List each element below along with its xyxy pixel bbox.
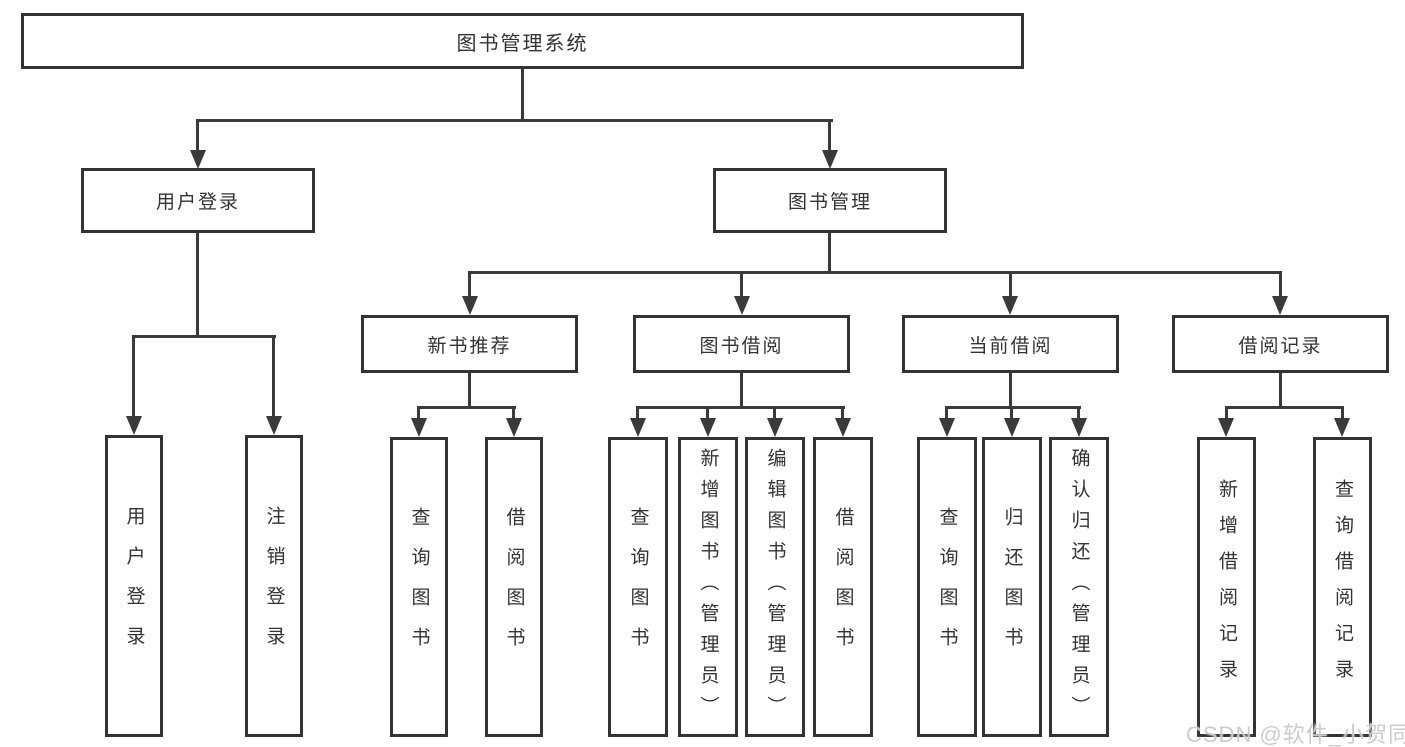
- connector-drop-leaf: [706, 406, 709, 420]
- leaf-return-books: 归还图书: [982, 437, 1042, 737]
- connector-drop-leaf-login: [132, 335, 135, 418]
- leaf-confirm-return-admin: 确认归还（管理员）: [1049, 437, 1109, 737]
- connector-current-borrow-trunk: [1009, 373, 1012, 409]
- connector-user-login-trunk: [196, 233, 199, 337]
- node-book-management: 图书管理: [713, 168, 947, 233]
- connector-drop-leaf: [945, 406, 948, 420]
- arrowhead-icon: [822, 150, 838, 169]
- leaf-query-borrow-record: 查询借阅记录: [1313, 437, 1372, 737]
- arrowhead-icon: [126, 416, 142, 435]
- connector-user-login-rail: [132, 335, 276, 338]
- leaf-query-books: 查询图书: [917, 437, 977, 737]
- connector-drop-leaf: [512, 406, 515, 420]
- node-user-login: 用户登录: [81, 168, 315, 233]
- arrowhead-icon: [835, 418, 851, 437]
- node-library-management-system: 图书管理系统: [21, 13, 1024, 69]
- connector-drop-leaf: [417, 406, 420, 420]
- connector-drop-leaf: [1010, 406, 1013, 420]
- connector-drop-user-login: [196, 119, 199, 152]
- connector-drop-borrow-record: [1279, 271, 1282, 298]
- leaf-logout: 注销登录: [245, 435, 303, 737]
- csdn-watermark: CSDN @软件_小贺同学: [1186, 722, 1405, 747]
- arrowhead-icon: [767, 418, 783, 437]
- connector-root-trunk: [521, 69, 524, 122]
- connector-drop-leaf: [636, 406, 639, 420]
- connector-book-borrow-trunk: [740, 373, 743, 409]
- connector-drop-leaf: [1225, 406, 1228, 420]
- arrowhead-icon: [506, 418, 522, 437]
- arrowhead-icon: [1218, 418, 1234, 437]
- arrowhead-icon: [939, 418, 955, 437]
- arrowhead-icon: [700, 418, 716, 437]
- arrowhead-icon: [1004, 418, 1020, 437]
- arrowhead-icon: [462, 296, 478, 315]
- node-borrow-record: 借阅记录: [1172, 315, 1389, 373]
- arrowhead-icon: [266, 416, 282, 435]
- arrowhead-icon: [1071, 418, 1087, 437]
- connector-book-management-trunk: [828, 233, 831, 274]
- leaf-query-books: 查询图书: [608, 437, 668, 737]
- connector-drop-book-borrow: [740, 271, 743, 298]
- arrowhead-icon: [630, 418, 646, 437]
- node-book-borrow: 图书借阅: [633, 315, 850, 373]
- connector-borrow-record-trunk: [1279, 373, 1282, 409]
- connector-drop-leaf: [841, 406, 844, 420]
- leaf-query-books: 查询图书: [390, 437, 448, 737]
- arrowhead-icon: [1272, 296, 1288, 315]
- leaf-borrow-books: 借阅图书: [485, 437, 543, 737]
- connector-borrow-record-rail: [1225, 406, 1344, 409]
- leaf-add-borrow-record: 新增借阅记录: [1197, 437, 1256, 737]
- connector-drop-book-management: [828, 119, 831, 152]
- arrowhead-icon: [190, 150, 206, 169]
- connector-book-borrow-rail: [636, 406, 845, 409]
- connector-new-book-trunk: [468, 373, 471, 409]
- arrowhead-icon: [734, 296, 750, 315]
- leaf-borrow-books: 借阅图书: [813, 437, 873, 737]
- arrowhead-icon: [1334, 418, 1350, 437]
- connector-drop-leaf: [773, 406, 776, 420]
- leaf-add-books-admin: 新增图书（管理员）: [678, 437, 738, 737]
- arrowhead-icon: [411, 418, 427, 437]
- arrowhead-icon: [1002, 296, 1018, 315]
- connector-drop-leaf: [1077, 406, 1080, 420]
- node-current-borrow: 当前借阅: [902, 315, 1119, 373]
- connector-drop-current-borrow: [1009, 271, 1012, 298]
- connector-current-borrow-rail: [945, 406, 1081, 409]
- connector-level3-rail: [468, 271, 1282, 274]
- node-new-book-recommend: 新书推荐: [361, 315, 578, 373]
- connector-drop-leaf-logout: [272, 335, 275, 418]
- connector-drop-new-book: [468, 271, 471, 298]
- leaf-edit-books-admin: 编辑图书（管理员）: [745, 437, 805, 737]
- leaf-user-login: 用户登录: [105, 435, 163, 737]
- connector-drop-leaf: [1341, 406, 1344, 420]
- connector-level2-rail: [196, 119, 833, 122]
- connector-new-book-rail: [417, 406, 516, 409]
